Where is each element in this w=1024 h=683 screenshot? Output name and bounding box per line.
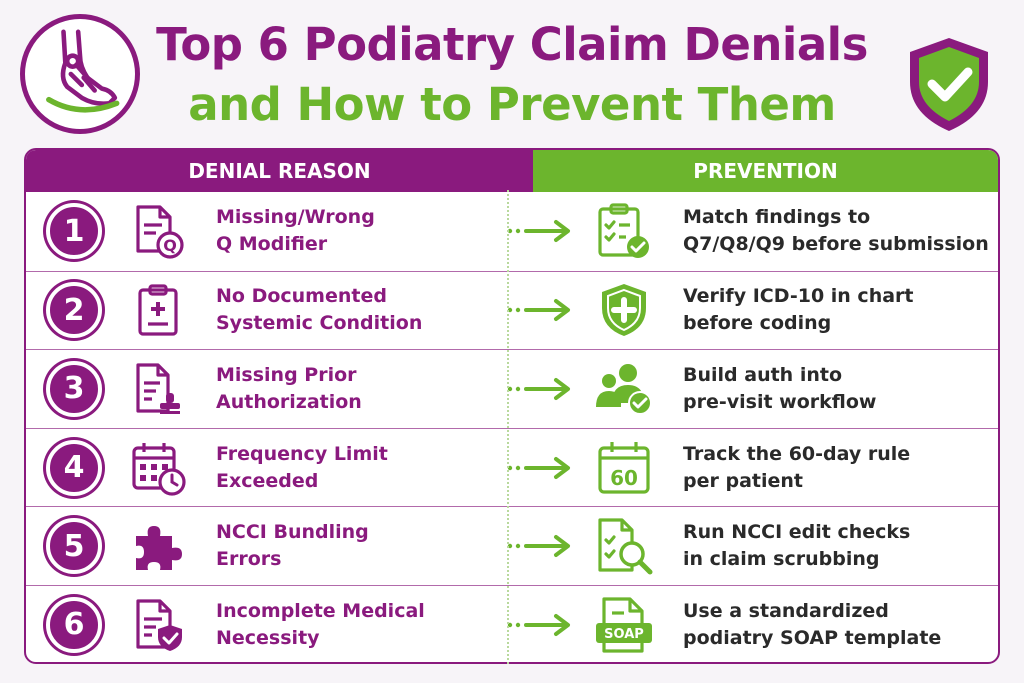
denial-reason-line1: NCCI Bundling [216,521,369,544]
denial-reason: No Documented Systemic Condition [216,283,506,337]
table-row: 4 Frequency Limit Exceeded 60 Track the … [26,427,998,507]
calendar-60-icon: 60 [594,438,654,498]
row-number-badge: 3 [46,360,102,417]
denials-table: DENIAL REASON PREVENTION 1 Q Missing/Wro… [24,148,1000,664]
denial-reason-line1: No Documented [216,285,387,308]
table-row: 6 Incomplete Medical Necessity SOAP Use … [26,584,998,662]
prevention-text: Use a standardized podiatry SOAP templat… [683,598,993,652]
prevention-line2: in claim scrubbing [683,548,880,571]
arrow-right-icon [506,298,576,322]
denial-reason-line2: Exceeded [216,469,319,492]
calendar-clock-icon [130,440,186,496]
denial-reason-line1: Incomplete Medical [216,599,425,622]
shield-check-icon [904,34,994,134]
foot-icon [46,29,120,113]
prevention-line1: Build auth into [683,363,842,386]
denial-reason-line2: Systemic Condition [216,312,423,335]
denial-reason-line1: Missing/Wrong [216,206,375,229]
row-number: 4 [63,450,85,486]
denial-reason: Missing/Wrong Q Modifier [216,204,506,258]
document-stamp-icon [130,361,186,417]
prevention-line2: before coding [683,312,832,335]
prevention-text: Verify ICD-10 in chart before coding [683,283,993,337]
denial-reason-line2: Q Modifier [216,233,328,256]
arrow-right-icon [506,613,576,637]
prevention-line1: Track the 60-day rule [683,442,911,465]
denial-reason: NCCI Bundling Errors [216,519,506,573]
column-divider [507,190,509,664]
prevention-line2: podiatry SOAP template [683,626,942,649]
soap-label: SOAP [604,627,644,642]
denial-reason-line2: Errors [216,548,282,571]
arrow-right-icon [506,219,576,243]
denial-reason-line2: Authorization [216,390,362,413]
row-number: 2 [63,292,85,328]
prevention-line2: pre-visit workflow [683,390,877,413]
soap-note-icon: SOAP [594,595,654,655]
checklist-check-icon [594,201,654,261]
shield-plus-icon [594,280,654,340]
medical-clipboard-icon [130,282,186,338]
arrow-right-icon [506,456,576,480]
row-number-badge: 4 [46,439,102,496]
prevention-text: Track the 60-day rule per patient [683,441,993,495]
column-header-denial-reason: DENIAL REASON [26,150,533,192]
page-title-line1: Top 6 Podiatry Claim Denials [156,18,868,71]
prevention-line1: Use a standardized [683,599,889,622]
row-number: 3 [63,371,85,407]
denial-reason-line1: Frequency Limit [216,442,388,465]
prevention-line1: Match findings to [683,206,871,229]
row-number-badge: 2 [46,282,102,339]
document-shield-icon [130,597,186,653]
row-number: 5 [63,528,85,564]
prevention-line1: Run NCCI edit checks [683,521,911,544]
puzzle-piece-icon [130,518,186,574]
users-check-icon [594,359,654,419]
denial-reason-line1: Missing Prior [216,363,357,386]
row-number: 6 [63,607,85,643]
row-number-badge: 5 [46,518,102,575]
table-body: 1 Q Missing/Wrong Q Modifier Match findi… [26,192,998,662]
prevention-text: Match findings to Q7/Q8/Q9 before submis… [683,204,993,258]
table-row: 2 No Documented Systemic Condition Verif… [26,270,998,350]
prevention-line2: Q7/Q8/Q9 before submission [683,233,989,256]
table-header: DENIAL REASON PREVENTION [26,150,998,192]
denial-reason: Missing Prior Authorization [216,362,506,416]
header: Top 6 Podiatry Claim Denials and How to … [0,0,1024,148]
denial-reason: Incomplete Medical Necessity [216,598,506,652]
document-search-icon [594,516,654,576]
svg-text:Q: Q [163,236,177,255]
calendar-number: 60 [610,466,638,490]
prevention-line2: per patient [683,469,803,492]
foot-logo [20,14,140,134]
table-row: 5 NCCI Bundling Errors Run NCCI edit che… [26,506,998,585]
arrow-right-icon [506,377,576,401]
row-number: 1 [63,213,85,249]
row-number-badge: 1 [46,203,102,260]
arrow-right-icon [506,534,576,558]
prevention-text: Run NCCI edit checks in claim scrubbing [683,519,993,573]
denial-reason-line2: Necessity [216,626,320,649]
table-row: 3 Missing Prior Authorization Build auth… [26,349,998,428]
denial-reason: Frequency Limit Exceeded [216,441,506,495]
table-row: 1 Q Missing/Wrong Q Modifier Match findi… [26,192,998,271]
prevention-line1: Verify ICD-10 in chart [683,285,914,308]
page-title-line2: and How to Prevent Them [188,78,836,131]
document-q-icon: Q [130,203,186,259]
row-number-badge: 6 [46,596,102,653]
prevention-text: Build auth into pre-visit workflow [683,362,993,416]
column-header-prevention: PREVENTION [533,150,998,192]
